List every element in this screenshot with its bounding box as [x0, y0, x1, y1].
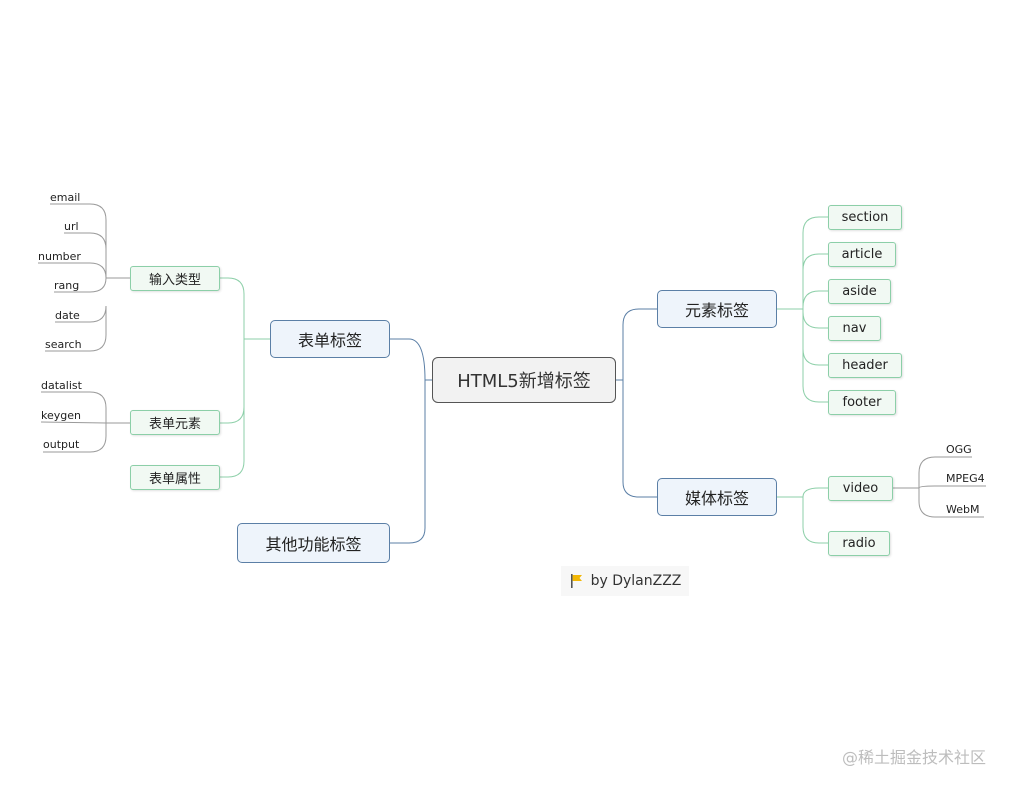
leaf-webm[interactable]: WebM [946, 503, 980, 516]
connector-element-nav [802, 311, 828, 329]
leaf-ogg[interactable]: OGG [946, 443, 972, 456]
connector-element-header [802, 309, 828, 366]
connector-element-aside [802, 290, 828, 308]
credit-text: by DylanZZZ [590, 573, 682, 589]
leaf-rang[interactable]: rang [54, 279, 80, 292]
connector-root-other [390, 380, 426, 544]
leaf-email[interactable]: email [50, 191, 81, 204]
watermark: @稀土掘金技术社区 [842, 748, 987, 767]
connector-leaf-keygen [40, 421, 107, 424]
leaf-mpeg4[interactable]: MPEG4 [946, 472, 985, 485]
connector-root-element [616, 308, 657, 381]
connector-form-elements [220, 339, 245, 424]
leaf-date[interactable]: date [55, 309, 80, 322]
connector-element-footer [802, 349, 828, 403]
connector-leaf-mpeg4 [918, 485, 986, 489]
connector-root-form [390, 338, 432, 381]
connector-leaf-search [45, 306, 107, 352]
connector-leaf-url [64, 232, 107, 250]
branch-other-tags[interactable]: 其他功能标签 [237, 523, 390, 563]
leaf-datalist[interactable]: datalist [41, 379, 82, 392]
flag-icon [569, 573, 585, 589]
root-node[interactable]: HTML5新增标签 [432, 357, 616, 403]
branch-element-tags[interactable]: 元素标签 [657, 290, 777, 328]
branch-media-tags[interactable]: 媒体标签 [657, 478, 777, 516]
connector-leaf-rang [54, 277, 107, 293]
connector-leaf-output [43, 423, 107, 453]
sub-form-attributes[interactable]: 表单属性 [130, 465, 220, 490]
connector-element-article [802, 253, 828, 271]
connector-media-video [777, 487, 828, 498]
leaf-number[interactable]: number [38, 250, 81, 263]
sub-radio[interactable]: radio [828, 531, 890, 556]
connector-leaf-datalist [41, 391, 107, 423]
leaf-article[interactable]: article [828, 242, 896, 267]
leaf-keygen[interactable]: keygen [41, 409, 81, 422]
connector-form-attrs [220, 407, 245, 478]
connector-root-media [622, 380, 657, 498]
connector-leaf-number [38, 262, 107, 279]
leaf-nav[interactable]: nav [828, 316, 881, 341]
sub-form-elements[interactable]: 表单元素 [130, 410, 220, 435]
branch-form-tags[interactable]: 表单标签 [270, 320, 390, 358]
leaf-aside[interactable]: aside [828, 279, 891, 304]
leaf-url[interactable]: url [64, 220, 79, 233]
connector-leaf-webm [918, 488, 984, 518]
connector-form-input [220, 277, 270, 340]
leaf-section[interactable]: section [828, 205, 902, 230]
leaf-search[interactable]: search [45, 338, 82, 351]
connector-leaf-ogg [918, 456, 972, 488]
sub-input-types[interactable]: 输入类型 [130, 266, 220, 291]
leaf-connectors [38, 203, 986, 518]
author-credit: by DylanZZZ [561, 566, 689, 596]
leaf-output[interactable]: output [43, 438, 80, 451]
leaf-header[interactable]: header [828, 353, 902, 378]
leaf-footer[interactable]: footer [828, 390, 896, 415]
connector-leaf-email [50, 203, 107, 278]
sub-connectors [220, 216, 828, 544]
main-connectors [390, 308, 657, 544]
sub-video[interactable]: video [828, 476, 893, 501]
connector-media-radio [802, 497, 828, 544]
connector-element-section [802, 216, 828, 309]
